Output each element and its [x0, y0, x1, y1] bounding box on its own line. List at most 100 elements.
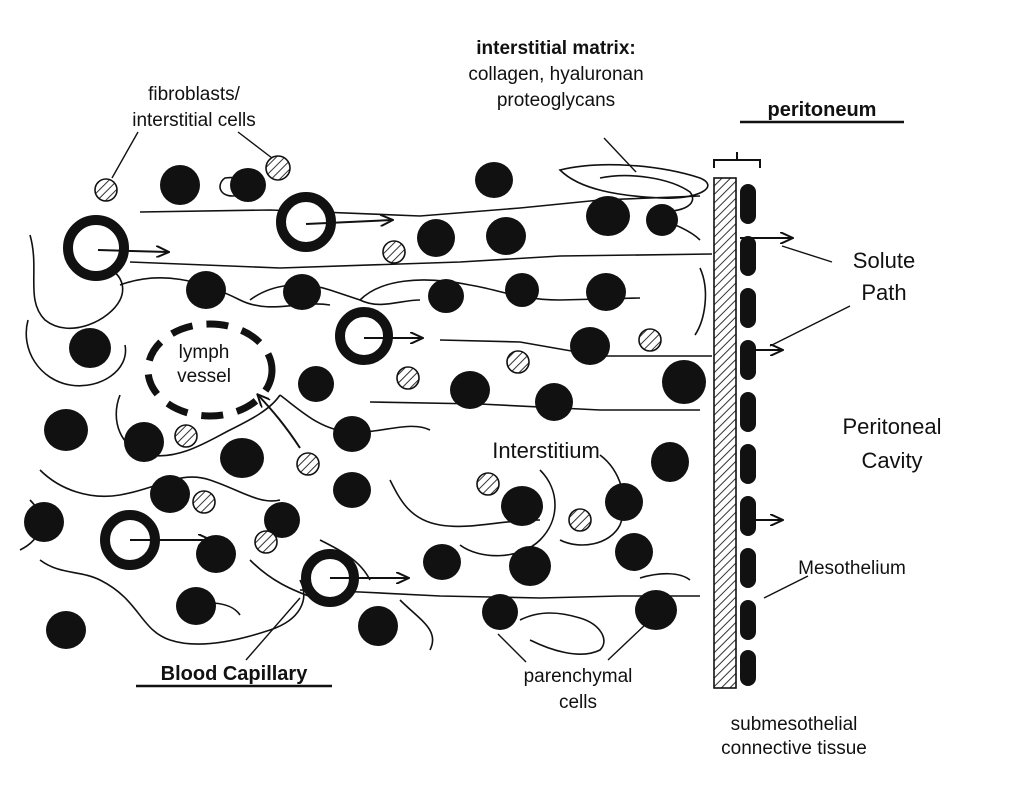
peritoneum-label: peritoneum: [768, 99, 877, 121]
mesothelial-cell: [740, 496, 756, 536]
hatched-circle-icon: [396, 366, 420, 390]
fibroblast-cells: [94, 155, 662, 554]
parenchymal-cell: [298, 366, 334, 402]
hatched-circle-icon: [296, 452, 320, 476]
blood-capillaries: [63, 192, 393, 607]
leader-solute-lower: [769, 305, 851, 347]
parenchymal-cell: [586, 196, 630, 236]
parenchymal-cell: [24, 502, 64, 542]
hatched-circle-icon: [174, 424, 198, 448]
parenchymal-cell: [220, 438, 264, 478]
parenchymal-cell: [535, 383, 573, 421]
parenchymal-cell: [570, 327, 610, 365]
mesothelial-cell: [740, 340, 756, 380]
parenchymal-cells: [24, 162, 706, 649]
parenchymal-cell: [482, 594, 518, 630]
hatched-circle-icon: [265, 155, 291, 181]
leader-lines: [111, 131, 851, 663]
peritoneal-cavity-label-line1: Peritoneal: [842, 414, 941, 439]
parenchymal-cell: [475, 162, 513, 198]
parenchymal-cell: [615, 533, 653, 571]
blood-capillary-label: Blood Capillary: [161, 663, 309, 685]
matrix-label-line3: proteoglycans: [497, 90, 615, 111]
parenchymal-cell: [176, 587, 216, 625]
hatched-circle-icon: [476, 472, 500, 496]
parenchymal-cell: [509, 546, 551, 586]
solute-path-label-line2: Path: [861, 280, 906, 305]
parenchymal-cell: [358, 606, 398, 646]
parenchymal-cell: [423, 544, 461, 580]
parenchymal-cell: [635, 590, 677, 630]
parenchymal-cell: [230, 168, 266, 202]
hatched-circle-icon: [192, 490, 216, 514]
parenchymal-cell: [264, 502, 300, 538]
lymph-vessel: [144, 320, 276, 420]
leader-blood-capillary: [245, 597, 301, 661]
hatched-circle-icon: [382, 240, 406, 264]
fibroblasts-label-line1: fibroblasts/: [148, 84, 241, 105]
parenchymal-cell: [69, 328, 111, 368]
ring-circle-icon: [335, 307, 393, 365]
parenchymal-cell: [186, 271, 226, 309]
hatched-circle-icon: [506, 350, 530, 374]
leader-parenchymal-right: [607, 623, 647, 661]
fibroblasts-label-line2: interstitial cells: [132, 110, 256, 131]
parenchymal-cell: [651, 442, 689, 482]
leader-fibroblast-right: [237, 131, 273, 159]
parenchymal-cell: [662, 360, 706, 404]
parenchymal-cell: [501, 486, 543, 526]
peritoneum-brace: [713, 152, 761, 168]
ring-circle-icon: [276, 192, 336, 252]
mesothelial-cell: [740, 392, 756, 432]
leader-mesothelium: [763, 575, 809, 599]
parenchymal-cell: [417, 219, 455, 257]
parenchymal-cell: [586, 273, 626, 311]
mesothelial-cell: [740, 288, 756, 328]
lymph-vessel-label-line2: vessel: [177, 366, 231, 387]
submesothelial-label-line2: connective tissue: [721, 738, 867, 759]
parenchymal-cell: [333, 416, 371, 452]
arrow-up-left-icon: [258, 395, 301, 449]
mesothelial-cell: [740, 650, 756, 686]
mesothelial-cell: [740, 600, 756, 640]
parenchymal-cell: [450, 371, 490, 409]
leader-fibroblast-left: [111, 131, 139, 179]
matrix-label-title: interstitial matrix:: [476, 38, 635, 59]
parenchymal-cell: [486, 217, 526, 255]
parenchymal-cell: [150, 475, 190, 513]
mesothelial-cell: [740, 236, 756, 276]
parenchymal-cell: [44, 409, 88, 451]
submesothelial-label-line1: submesothelial: [731, 714, 858, 735]
mesothelium-label: Mesothelium: [798, 558, 906, 579]
parenchymal-cell: [505, 273, 539, 307]
lymph-vessel-label-line1: lymph: [179, 342, 230, 363]
arrow-right-icon: [305, 220, 392, 224]
parenchymal-cell: [283, 274, 321, 310]
mesothelial-cell: [740, 548, 756, 588]
matrix-label-line2: collagen, hyaluronan: [468, 64, 643, 85]
parenchymal-label-line1: parenchymal: [524, 666, 633, 687]
interstitium-label: Interstitium: [492, 438, 600, 463]
hatched-circle-icon: [568, 508, 592, 532]
leader-solute: [781, 245, 833, 263]
parenchymal-cell: [160, 165, 200, 205]
parenchymal-cell: [333, 472, 371, 508]
arrow-right-icon: [97, 250, 168, 252]
parenchymal-cell: [428, 279, 464, 313]
parenchymal-cell: [646, 204, 678, 236]
mesothelial-cell: [740, 184, 756, 224]
hatched-circle-icon: [254, 530, 278, 554]
parenchymal-cell: [605, 483, 643, 521]
solute-path-label-line1: Solute: [853, 248, 915, 273]
hatched-circle-icon: [94, 178, 118, 202]
mesothelial-cell: [740, 444, 756, 484]
parenchymal-cell: [46, 611, 86, 649]
submesothelial-tissue-bar: [713, 177, 737, 689]
ring-circle-icon: [63, 215, 129, 281]
parenchymal-label-line2: cells: [559, 692, 597, 713]
leader-parenchymal-left: [497, 633, 527, 663]
parenchymal-cell: [124, 422, 164, 462]
hatched-circle-icon: [638, 328, 662, 352]
